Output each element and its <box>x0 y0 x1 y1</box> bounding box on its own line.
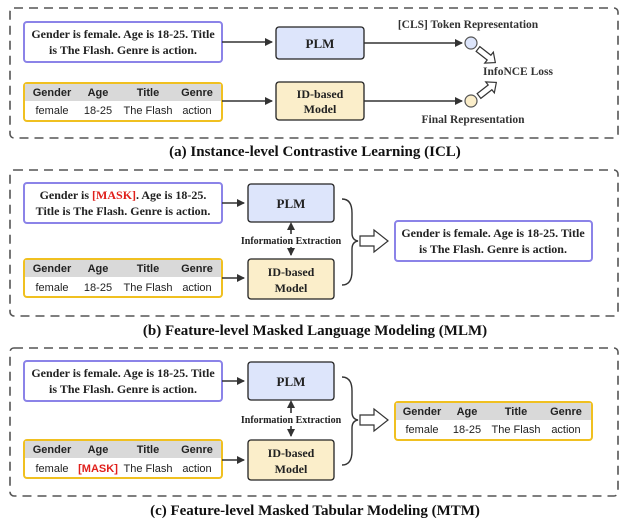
cls-representation-dot <box>464 36 478 50</box>
table-row-b: female 18-25 The Flash action <box>35 282 211 294</box>
header-gender: Gender <box>33 87 72 99</box>
caption-b: (b) Feature-level Masked Language Modeli… <box>143 323 487 339</box>
cell-title: The Flash <box>124 463 173 475</box>
output-line1: Gender is female. Age is 18-25. Title <box>401 226 585 240</box>
plm-label: PLM <box>277 374 306 389</box>
masked-text-line1: Gender is [MASK]. Age is 18-25. <box>40 188 207 202</box>
output-table-row: female 18-25 The Flash action <box>405 424 580 436</box>
panel-b-border <box>9 169 619 317</box>
header-title: Title <box>505 406 527 418</box>
hollow-arrow-to-output <box>359 407 389 433</box>
plm-box-b: PLM <box>247 183 335 223</box>
masked-text-before: Gender is <box>40 188 92 202</box>
extraction-label: Information Extraction <box>241 236 342 247</box>
id-model-label1: ID-based <box>268 446 315 460</box>
table-row-c: female [MASK] The Flash action <box>35 463 211 475</box>
cell-gender: female <box>35 463 68 475</box>
cell-genre: action <box>182 105 211 117</box>
mask-token: [MASK] <box>92 188 136 202</box>
table-header-b: Gender Age Title Genre <box>33 263 213 275</box>
id-model-box-c: ID-based Model <box>247 439 335 481</box>
cell-age: 18-25 <box>453 424 481 436</box>
id-model-box-a: ID-based Model <box>275 81 365 121</box>
id-model-label1: ID-based <box>268 265 315 279</box>
table-input-b: Gender Age Title Genre female 18-25 The … <box>23 258 223 298</box>
header-gender: Gender <box>33 444 72 456</box>
header-age: Age <box>457 406 478 418</box>
header-genre: Genre <box>181 263 213 275</box>
output-table-header: Gender Age Title Genre <box>403 406 582 418</box>
cell-genre: action <box>551 424 580 436</box>
id-model-label2: Model <box>304 102 337 116</box>
output-line2: is The Flash. Genre is action. <box>419 242 567 256</box>
header-title: Title <box>137 263 159 275</box>
plm-label: PLM <box>306 36 335 51</box>
header-genre: Genre <box>181 87 213 99</box>
output-text-box-b: Gender is female. Age is 18-25. Title is… <box>394 220 593 262</box>
id-model-label2: Model <box>275 281 308 295</box>
hollow-arrow-to-output <box>359 228 389 254</box>
masked-text-box-b: Gender is [MASK]. Age is 18-25. Title is… <box>23 182 223 224</box>
cell-age: 18-25 <box>84 282 112 294</box>
masked-text-line2: Title is The Flash. Genre is action. <box>36 204 211 218</box>
cell-title: The Flash <box>124 282 173 294</box>
cell-title: The Flash <box>492 424 541 436</box>
masked-text-after: . Age is 18-25. <box>136 188 206 202</box>
hollow-arrow-final-to-loss <box>476 81 498 100</box>
merge-brace <box>341 376 359 466</box>
cell-title: The Flash <box>124 105 173 117</box>
caption-c: (c) Feature-level Masked Tabular Modelin… <box>150 503 480 519</box>
text-input-line1: Gender is female. Age is 18-25. Title <box>31 27 215 41</box>
caption-a: (a) Instance-level Contrastive Learning … <box>169 144 461 160</box>
header-age: Age <box>88 263 109 275</box>
table-header-a: Gender Age Title Genre <box>33 87 213 99</box>
panel-a-border <box>9 7 619 139</box>
infonce-label: InfoNCE Loss <box>483 66 554 78</box>
header-title: Title <box>137 87 159 99</box>
cell-gender: female <box>405 424 438 436</box>
panel-c-border <box>9 347 619 497</box>
output-table-c: Gender Age Title Genre female 18-25 The … <box>394 401 593 441</box>
text-input-line2: is The Flash. Genre is action. <box>49 43 197 57</box>
table-header-c: Gender Age Title Genre <box>33 444 213 456</box>
text-input-line1: Gender is female. Age is 18-25. Title <box>31 366 215 380</box>
cell-age: 18-25 <box>84 105 112 117</box>
header-age: Age <box>88 87 109 99</box>
panel-mtm: Gender is female. Age is 18-25. Title is… <box>9 347 619 497</box>
plm-box-c: PLM <box>247 361 335 401</box>
id-model-box-b: ID-based Model <box>247 258 335 300</box>
header-genre: Genre <box>181 444 213 456</box>
header-age: Age <box>88 444 109 456</box>
mask-cell: [MASK] <box>78 463 118 475</box>
id-model-label1: ID-based <box>297 87 344 101</box>
id-model-label2: Model <box>275 462 308 476</box>
header-genre: Genre <box>550 406 582 418</box>
text-input-line2: is The Flash. Genre is action. <box>49 382 197 396</box>
extraction-label-bg <box>239 413 343 426</box>
panel-mlm: Gender is [MASK]. Age is 18-25. Title is… <box>9 169 619 317</box>
panel-icl: Gender is female. Age is 18-25. Title is… <box>9 7 619 139</box>
plm-box-a: PLM <box>275 26 365 60</box>
merge-brace <box>341 198 359 286</box>
table-input-a: Gender Age Title Genre female 18-25 The … <box>23 82 223 122</box>
header-gender: Gender <box>33 263 72 275</box>
header-gender: Gender <box>403 406 442 418</box>
final-representation-dot <box>464 94 478 108</box>
masked-table-input-c: Gender Age Title Genre female [MASK] The… <box>23 439 223 479</box>
extraction-label-bg <box>239 234 343 247</box>
cell-genre: action <box>182 282 211 294</box>
plm-label: PLM <box>277 196 306 211</box>
extraction-label: Information Extraction <box>241 415 342 426</box>
header-title: Title <box>137 444 159 456</box>
text-input-box-a: Gender is female. Age is 18-25. Title is… <box>23 21 223 63</box>
table-row-a: female 18-25 The Flash action <box>35 105 211 117</box>
cell-gender: female <box>35 282 68 294</box>
final-label: Final Representation <box>422 114 526 126</box>
cell-genre: action <box>182 463 211 475</box>
cls-label: [CLS] Token Representation <box>398 19 539 31</box>
hollow-arrow-cls-to-loss <box>475 45 497 64</box>
cell-gender: female <box>35 105 68 117</box>
text-input-box-c: Gender is female. Age is 18-25. Title is… <box>23 360 223 402</box>
